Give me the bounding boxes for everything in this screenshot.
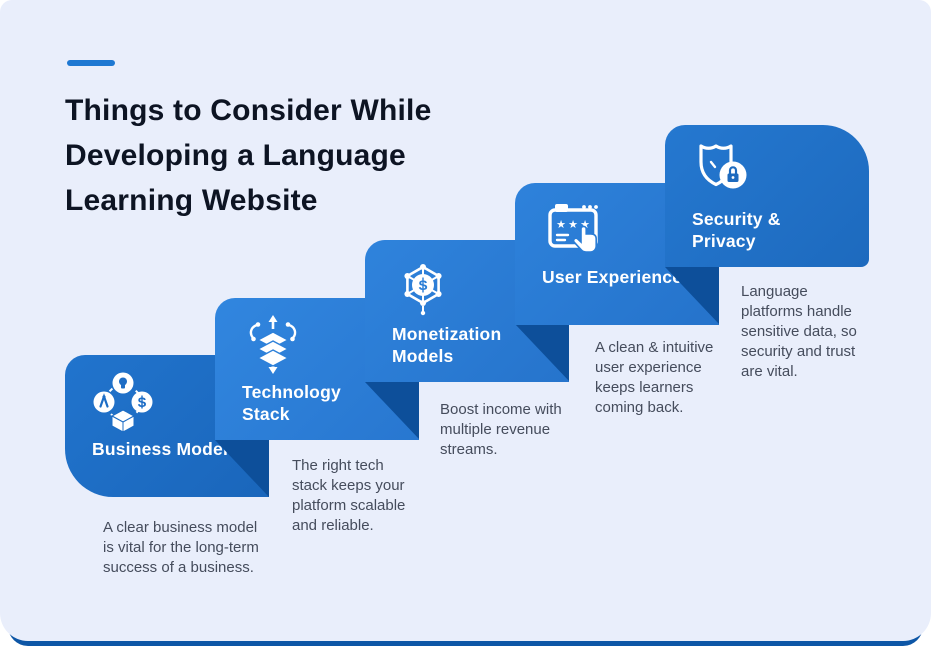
security-privacy-icon xyxy=(691,140,755,204)
svg-text:★: ★ xyxy=(568,219,578,231)
step-title: Technology Stack xyxy=(242,382,341,424)
step-card-security-privacy: Security & Privacy xyxy=(665,125,869,267)
technology-stack-icon xyxy=(241,313,305,377)
monetization-models-icon: S xyxy=(391,255,455,319)
step-title: Monetization Models xyxy=(392,324,502,366)
step-title: Business Model xyxy=(92,439,229,459)
step-description-monetization-models: Boost income with multiple revenue strea… xyxy=(440,401,562,458)
step-description-security-privacy: Language platforms handle sensitive data… xyxy=(741,283,857,380)
step-description-business-model: A clear business model is vital for the … xyxy=(103,519,259,576)
business-model-icon: S xyxy=(91,370,155,434)
step-description-technology-stack: The right tech stack keeps your platform… xyxy=(292,457,406,534)
user-experience-icon: ★ ★ ★ xyxy=(541,198,605,262)
svg-text:★: ★ xyxy=(556,219,566,231)
page-title: Things to Consider While Developing a La… xyxy=(65,94,432,217)
svg-text:★: ★ xyxy=(580,219,590,231)
step-description-user-experience: A clean & intuitive user experience keep… xyxy=(595,339,714,416)
step-title: User Experience xyxy=(542,267,683,287)
step-title: Security & Privacy xyxy=(692,209,781,251)
title-accent-dash xyxy=(67,60,115,66)
